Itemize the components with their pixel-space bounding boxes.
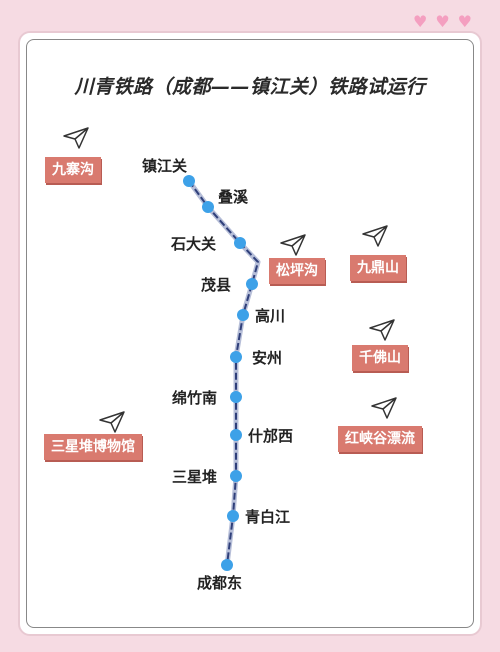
heart-icon: ♥ (457, 12, 472, 31)
send-icon (280, 234, 306, 256)
station-label-anzhou: 安州 (252, 349, 283, 367)
station-dot[interactable] (230, 429, 242, 441)
station-label-shidaguan: 石大关 (171, 235, 217, 253)
station-dot[interactable] (227, 510, 239, 522)
attraction-hongxiagu-rafting[interactable]: 红峡谷漂流 (338, 426, 422, 452)
page-title: 川青铁路（成都——镇江关）铁路试运行 (74, 76, 426, 98)
attraction-songpinggou[interactable]: 松坪沟 (269, 258, 325, 284)
station-dot[interactable] (230, 351, 242, 363)
hearts-decoration: ♥ ♥ ♥ (413, 14, 472, 30)
station-label-mianzhunan: 绵竹南 (172, 389, 218, 407)
station-dot[interactable] (230, 391, 242, 403)
send-icon (99, 411, 125, 433)
send-icon (371, 397, 397, 419)
heart-icon: ♥ (412, 12, 428, 31)
station-label-sanxingdui: 三星堆 (172, 468, 218, 486)
send-icon (362, 225, 388, 247)
station-dot[interactable] (234, 237, 246, 249)
map-card (18, 31, 482, 636)
station-label-chengdudong: 成都东 (197, 574, 243, 592)
station-dot[interactable] (230, 470, 242, 482)
station-dot[interactable] (221, 559, 233, 571)
station-label-gaochuan: 高川 (255, 307, 286, 325)
station-label-zhenjiangguan: 镇江关 (142, 157, 188, 175)
railway-line (188, 180, 259, 566)
heart-icon: ♥ (435, 12, 450, 31)
station-dot[interactable] (183, 175, 195, 187)
attraction-qianfoshan[interactable]: 千佛山 (352, 345, 408, 371)
attraction-jiudingshan[interactable]: 九鼎山 (350, 255, 406, 281)
station-dot[interactable] (237, 309, 249, 321)
station-dot[interactable] (202, 201, 214, 213)
send-icon (369, 319, 395, 341)
station-label-shifangxi: 什邡西 (248, 427, 294, 445)
station-label-maoxian: 茂县 (201, 276, 232, 294)
attraction-jiuzhaigou[interactable]: 九寨沟 (45, 157, 101, 183)
attraction-sanxingdui-museum[interactable]: 三星堆博物馆 (44, 434, 142, 460)
station-dot[interactable] (246, 278, 258, 290)
station-label-qingbaijiang: 青白江 (245, 508, 291, 526)
station-label-diexi: 叠溪 (218, 188, 249, 206)
send-icon (63, 127, 89, 149)
card-border (26, 39, 474, 628)
